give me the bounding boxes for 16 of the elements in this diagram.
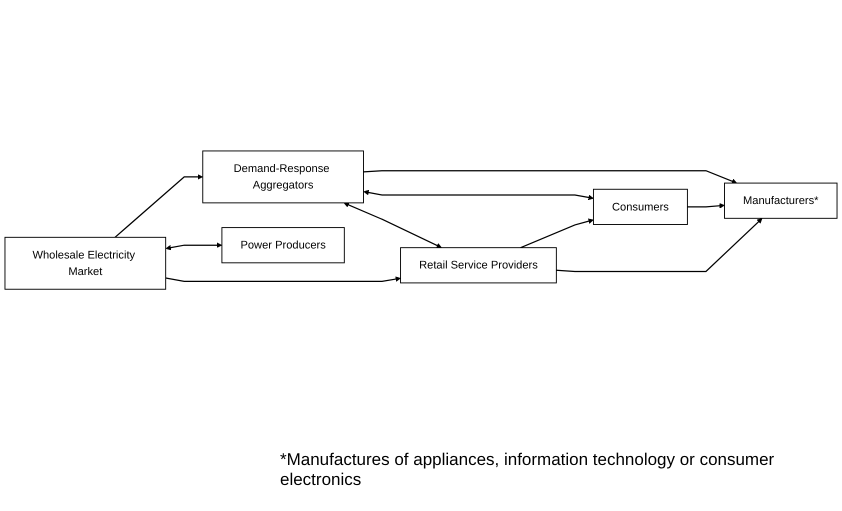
- node-box: Retail Service Providers: [400, 247, 557, 284]
- arrow: [114, 174, 203, 238]
- arrow: [520, 218, 594, 248]
- arrow: [363, 170, 738, 184]
- footnote-text: *Manufactures of appliances, information technology or consumer electronics: [280, 450, 776, 490]
- node-box: Consumers: [592, 188, 688, 225]
- arrow: [687, 202, 725, 208]
- node-box: Power Producers: [221, 227, 345, 264]
- arrow: [363, 190, 594, 200]
- arrow: [344, 202, 442, 248]
- arrow: [166, 242, 222, 250]
- node-box: Demand-Response Aggregators: [202, 150, 364, 204]
- node-box: Manufacturers*: [724, 182, 838, 219]
- arrow: [556, 218, 762, 272]
- arrow: [166, 276, 401, 282]
- node-box: Wholesale Electricity Market: [4, 236, 166, 290]
